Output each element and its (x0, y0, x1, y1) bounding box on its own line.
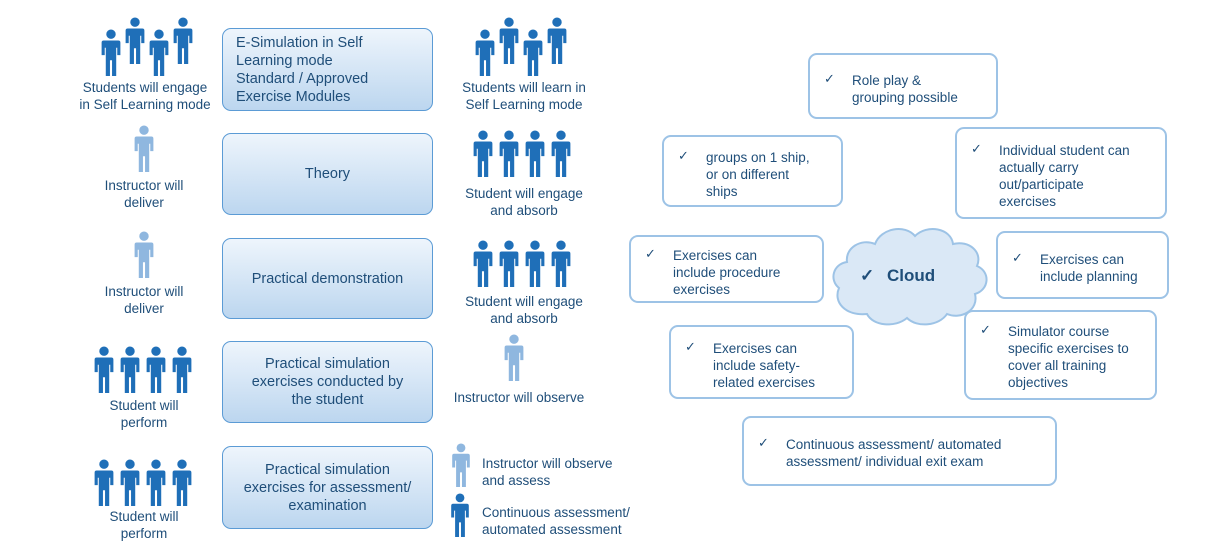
feature-role-play: ✓ Role play & grouping possible (808, 53, 998, 119)
stage-practical-simulation: Practical simulation exercises conducted… (222, 341, 433, 423)
students-group-icon (475, 17, 567, 76)
feature-simulator-course: ✓ Simulator course specific exercises to… (964, 310, 1157, 400)
student-icon (451, 493, 469, 538)
left-caption-4: Student will perform (109, 398, 179, 430)
feature-individual-student: ✓ Individual student can actually carry … (955, 127, 1167, 219)
feature-continuous-assessment: ✓ Continuous assessment/ automated asses… (742, 416, 1057, 486)
stage-practical-demonstration: Practical demonstration (222, 238, 433, 319)
students-group-icon (473, 130, 571, 177)
right-caption-6: Continuous assessment/ automated assessm… (482, 505, 630, 537)
right-caption-1: Students will learn in Self Learning mod… (462, 80, 586, 112)
left-caption-2: Instructor will deliver (104, 178, 184, 210)
instructor-icon (504, 334, 524, 381)
cloud-label: ✓ Cloud (860, 266, 936, 285)
students-group-icon (473, 240, 571, 287)
students-group-icon (94, 459, 192, 506)
feature-groups: ✓ groups on 1 ship, or on different ship… (662, 135, 843, 207)
right-caption-3: Student will engage and absorb (465, 294, 583, 326)
students-group-icon (101, 17, 193, 76)
left-caption-3: Instructor will deliver (104, 284, 184, 316)
instructor-icon (134, 231, 154, 278)
stage-theory: Theory (222, 133, 433, 215)
feature-procedure-exercises: ✓ Exercises can include procedure exerci… (629, 235, 824, 303)
feature-safety-exercises: ✓ Exercises can include safety- related … (669, 325, 854, 399)
left-caption-1: Students will engage in Self Learning mo… (79, 80, 211, 112)
left-caption-5: Student will perform (109, 509, 179, 541)
instructor-icon (134, 125, 154, 172)
stage-e-simulation: E-Simulation in Self Learning mode Stand… (222, 28, 433, 111)
right-caption-5: Instructor will observe and assess (482, 456, 613, 488)
cloud-shape (832, 228, 988, 326)
right-caption-2: Student will engage and absorb (465, 186, 583, 218)
feature-planning: ✓ Exercises can include planning (996, 231, 1169, 299)
right-caption-4: Instructor will observe (453, 390, 585, 405)
instructor-icon (452, 443, 470, 488)
students-group-icon (94, 346, 192, 393)
stage-assessment-simulation: Practical simulation exercises for asses… (222, 446, 433, 529)
